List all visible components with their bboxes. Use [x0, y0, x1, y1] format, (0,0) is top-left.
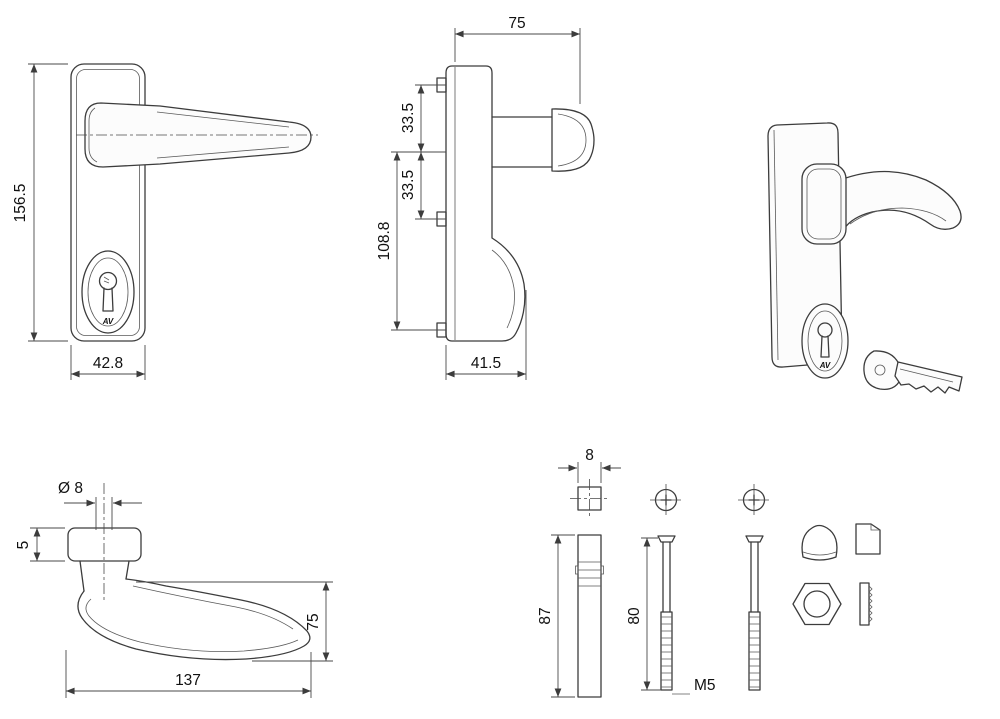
screw1-thread-lines [661, 616, 672, 688]
perspective-cylinder [801, 303, 849, 379]
perspective-boss-inner [806, 168, 842, 240]
screw2-thread-lines [749, 616, 760, 688]
serrated-strip-teeth [868, 585, 873, 623]
dim-spindle-length: 87 [537, 607, 554, 624]
key-head-hole [874, 364, 886, 376]
screw1-cross-slot [660, 494, 672, 506]
side-view: 33.5 33.5 108.8 75 41.5 [376, 15, 595, 380]
dim-plan-length: 137 [175, 672, 201, 689]
hardware-views: 8 87 80 M5 [537, 447, 881, 698]
screw2-head-front [745, 535, 764, 543]
side-handle-grip [551, 108, 595, 172]
screw1-head-front [657, 535, 676, 543]
dim-side-hole-upper: 33.5 [400, 103, 417, 133]
screw1-thread [660, 611, 673, 691]
side-grip-contour [557, 113, 587, 167]
perspective-lever-contour [849, 207, 947, 225]
hex-nut-bore [803, 590, 831, 618]
spindle-clip-right [600, 565, 604, 575]
screw2-shank [750, 541, 759, 613]
plan-lever-contour-lower [85, 598, 299, 652]
collar-extension-lines [30, 527, 65, 562]
cylinder-outline [81, 250, 135, 334]
dim-front-height: 156.5 [12, 184, 29, 223]
retainer-clip-edge [870, 524, 880, 531]
plan-lever-contour-upper [132, 585, 294, 630]
side-handle-neck [491, 116, 553, 168]
perspective-keyhole-circle [817, 322, 833, 338]
diameter-extension-lines [95, 497, 113, 530]
spindle-top-centerlines [570, 479, 609, 518]
drop-extension-lines [136, 581, 333, 662]
dim-front-width: 42.8 [93, 355, 123, 372]
front-cylinder-logo: AV [102, 317, 114, 326]
perspective-view: AV [767, 122, 963, 394]
plan-lever-outline [77, 578, 311, 661]
perspective-keyhole-slot [820, 335, 830, 358]
dim-side-body: 108.8 [376, 222, 393, 261]
spindle-front-view [577, 534, 602, 698]
perspective-handle-boss [801, 163, 847, 245]
screw-length-extension-lines [641, 537, 661, 691]
dim-side-hole-lower: 33.5 [400, 170, 417, 200]
hex-nut [792, 582, 842, 626]
serrated-strip [859, 582, 870, 626]
spindle-width-extension-lines [577, 462, 602, 483]
perspective-cylinder-inner [807, 310, 843, 372]
dim-screw-length: 80 [626, 607, 643, 625]
backplate-outline [70, 63, 146, 342]
screw2-thread [748, 611, 761, 691]
dim-plan-collar: 5 [15, 541, 32, 550]
screw1-shank [662, 541, 671, 613]
screw-thread-label: M5 [694, 677, 716, 694]
keyhole-notch [103, 276, 110, 284]
screw2-cross-slot [748, 494, 760, 506]
side-body-contours [454, 67, 515, 340]
spindle-clip-left [575, 565, 579, 575]
key-blade [894, 361, 963, 394]
key-blade-ridge [899, 368, 954, 383]
plan-neck-lines [79, 560, 130, 592]
backplate-inner-line [76, 69, 140, 336]
lever-contour-lines [88, 107, 290, 163]
plan-collar [67, 527, 142, 562]
perspective-cylinder-logo: AV [819, 361, 831, 370]
front-view: AV 156.5 42.8 [12, 63, 318, 380]
cylinder-cap-base-line [802, 551, 837, 556]
perspective-lever [837, 170, 962, 232]
keyhole-circle [98, 271, 118, 291]
dim-spindle-width: 8 [585, 447, 594, 464]
dim-side-depth: 75 [508, 15, 525, 32]
spindle-groove-lines [578, 561, 601, 587]
keyhole-slot [102, 287, 114, 312]
side-body-outline [445, 65, 526, 342]
dim-plan-drop: 75 [305, 613, 322, 630]
dim-plan-diameter: Ø 8 [58, 480, 83, 497]
retainer-clip [855, 523, 881, 555]
plan-view: Ø 8 5 75 137 [15, 480, 333, 698]
cylinder-inner-line [87, 257, 129, 327]
perspective-plate-edge [773, 129, 779, 361]
dim-side-base: 41.5 [471, 355, 501, 372]
spindle-length-extension-lines [551, 534, 575, 698]
cylinder-cap [801, 524, 838, 561]
